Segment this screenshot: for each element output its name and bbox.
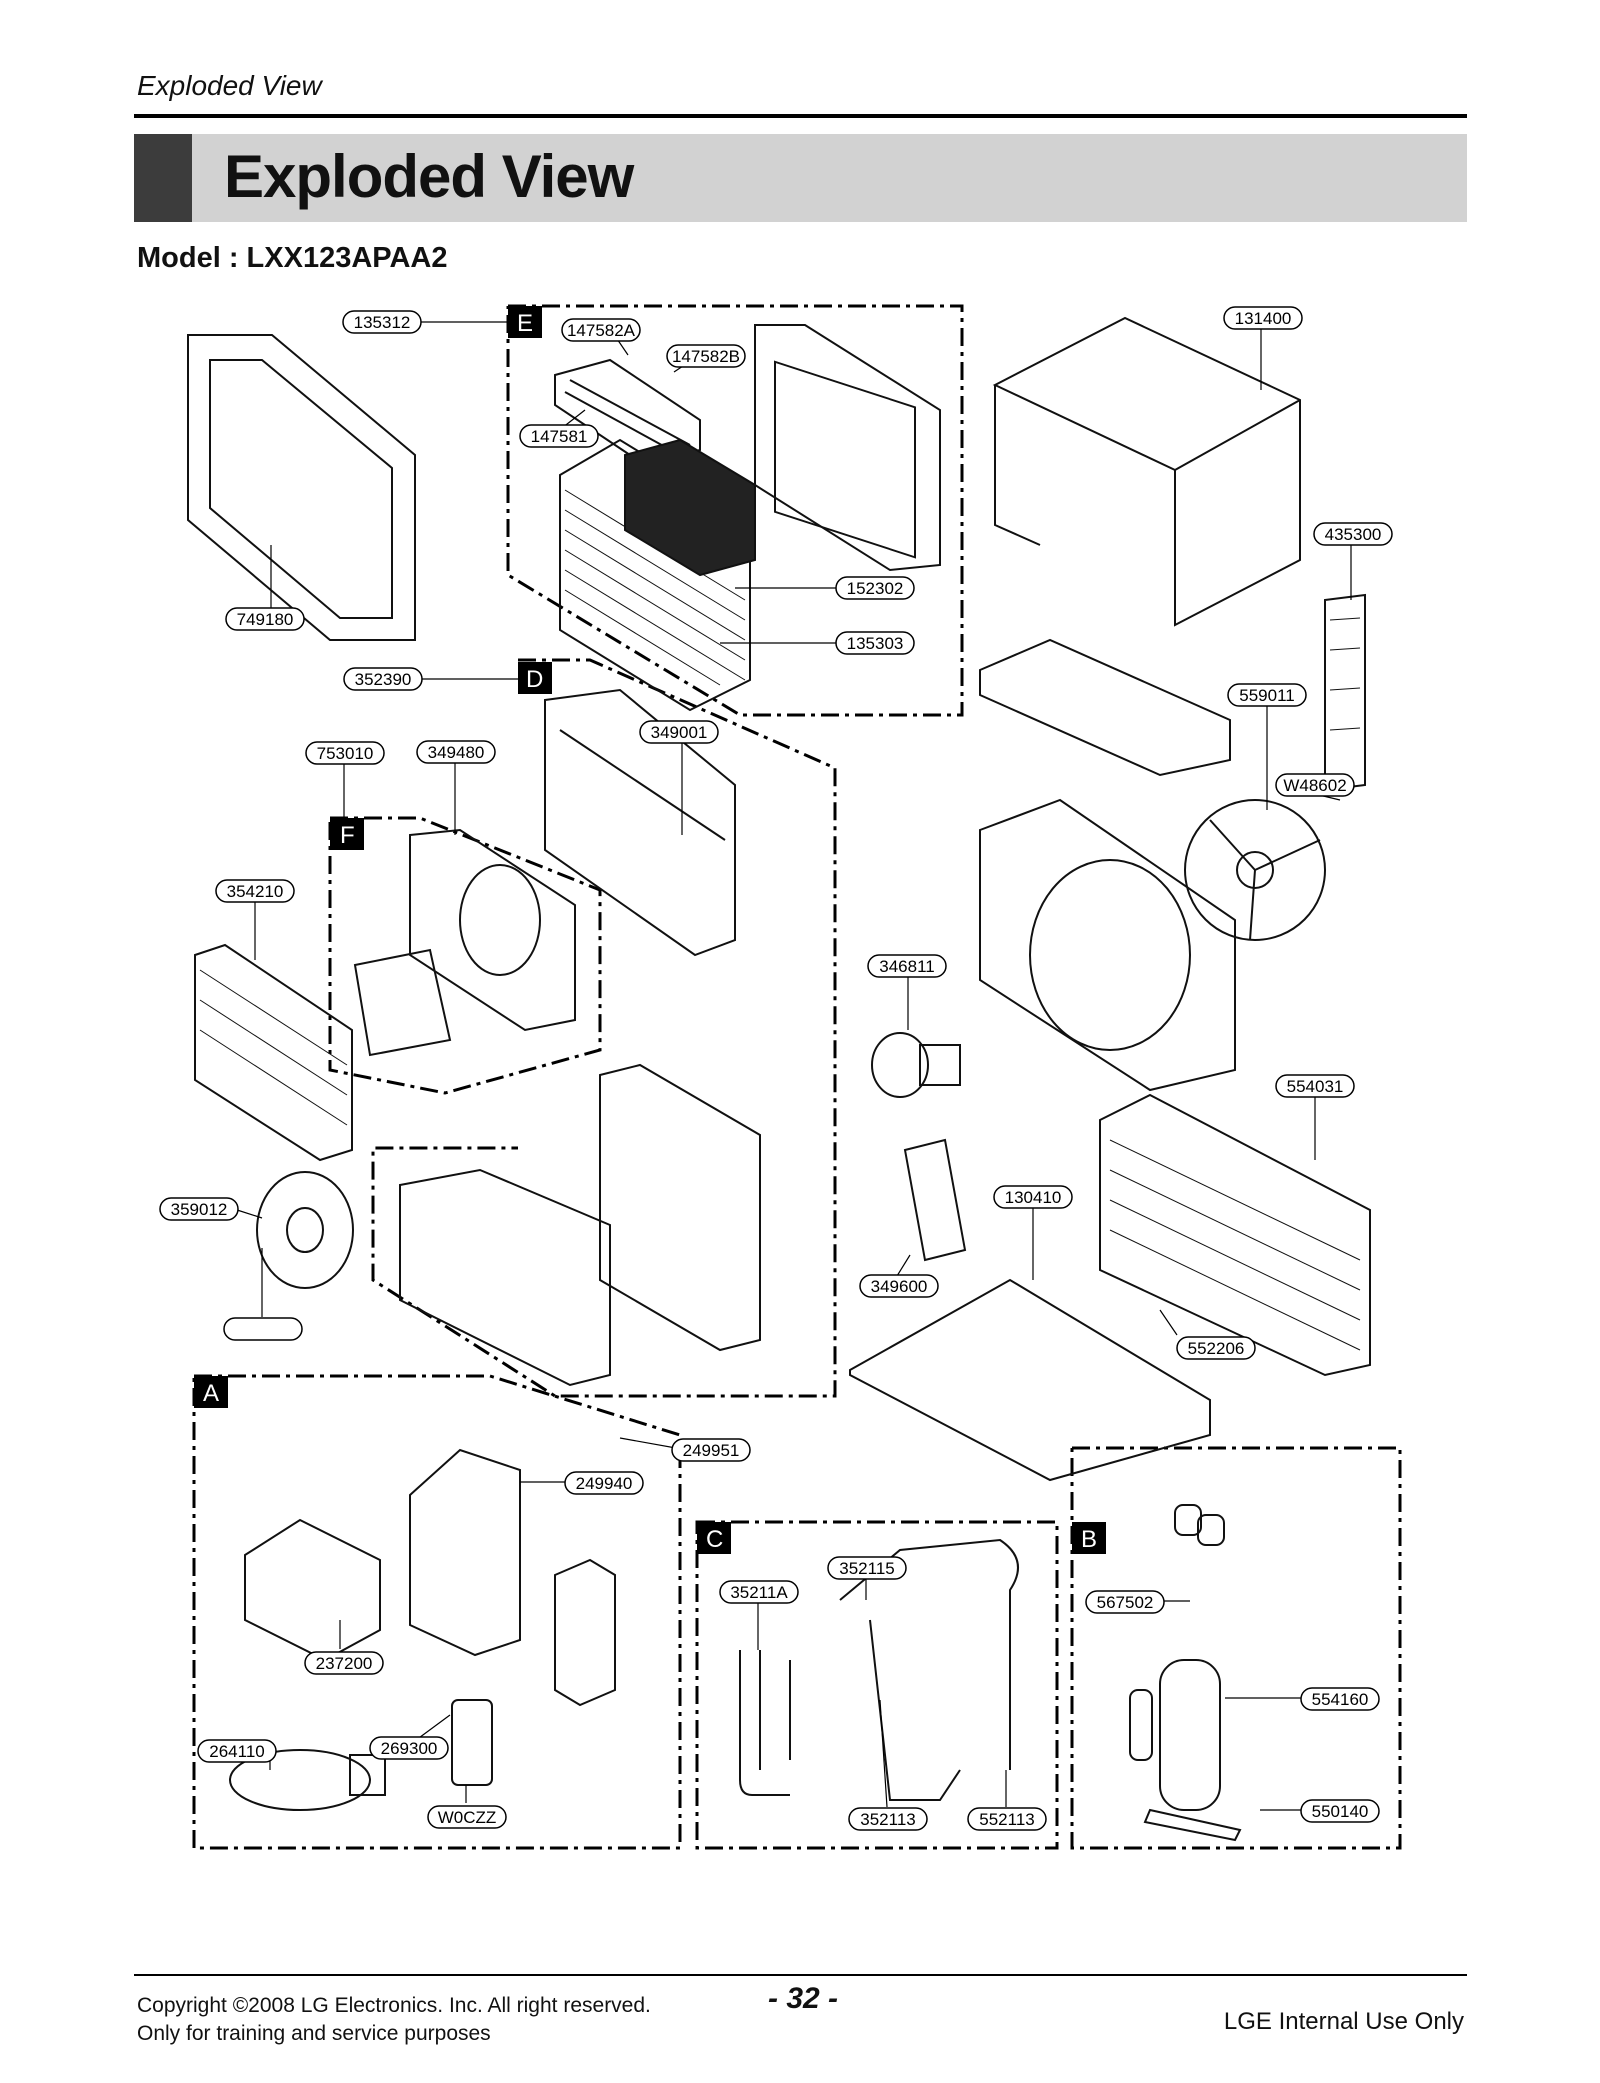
condenser-554031-shape: [1099, 1093, 1371, 1377]
part-559011: 559011: [1239, 686, 1294, 705]
part-147582b: 147582B: [672, 347, 740, 366]
part-552113: 552113: [979, 1810, 1034, 1829]
compressor-554160-shape: [1129, 1659, 1242, 1842]
part-567502: 567502: [1097, 1593, 1154, 1612]
panel-349480-shape: [409, 828, 576, 1032]
group-label-c: C: [706, 1526, 723, 1553]
side-grille-435300-shape: [1324, 593, 1366, 792]
control-box-249940-shape: [409, 1448, 521, 1657]
group-label-e: E: [517, 310, 533, 337]
group-b-boundary: [1070, 1446, 1402, 1850]
overload-567502-shape: [1174, 1504, 1225, 1546]
power-cord-264110-shape: [229, 1749, 386, 1811]
grille-135303-shape: [559, 438, 756, 712]
control-bracket-shape: [599, 1063, 761, 1352]
part-352115: 352115: [839, 1559, 894, 1578]
part-753010: 753010: [317, 744, 374, 763]
housing-349001-shape: [544, 688, 736, 957]
page-title: Exploded View: [224, 143, 634, 210]
base-130410-shape: [849, 1278, 1211, 1482]
capacitor-269300-shape: [451, 1699, 493, 1786]
piping-c-shape: [739, 1538, 1019, 1801]
group-label-b: B: [1081, 1526, 1097, 1553]
part-269300: 269300: [381, 1739, 438, 1758]
part-249940: 249940: [576, 1474, 633, 1493]
group-label-f: F: [340, 822, 355, 849]
part-349600: 349600: [871, 1277, 928, 1296]
page-number: - 32 -: [768, 1982, 839, 2015]
part-147581: 147581: [531, 427, 588, 446]
part-554031: 554031: [1287, 1077, 1344, 1096]
group-f-boundary: [328, 816, 602, 1095]
group-label-a: A: [203, 1380, 219, 1407]
front-panel-shape: [754, 324, 941, 572]
part-749180: 749180: [237, 610, 294, 629]
part-349001: 349001: [651, 723, 708, 742]
motor-346811-shape: [871, 1032, 961, 1098]
part-435300: 435300: [1325, 525, 1382, 544]
part-237200: 237200: [316, 1654, 373, 1673]
model-label: Model : LXX123APAA2: [137, 242, 448, 274]
title-bar-accent: [134, 134, 192, 222]
copyright-text: Copyright ©2008 LG Electronics. Inc. All…: [137, 1994, 651, 2017]
part-w48602-outdoor: W48602: [1283, 776, 1346, 795]
part-135312: 135312: [354, 313, 411, 332]
drain-pan-shape: [399, 1168, 611, 1387]
part-147582a: 147582A: [567, 321, 636, 340]
pcb-bracket-shape: [554, 1558, 616, 1707]
control-panel-237200-shape: [244, 1518, 381, 1662]
part-349480: 349480: [428, 743, 485, 762]
fan-359012-shape: [256, 1171, 354, 1289]
part-352113: 352113: [860, 1810, 915, 1829]
part-354210: 354210: [227, 882, 284, 901]
group-label-d: D: [526, 666, 543, 693]
group-c-boundary: [695, 1520, 1059, 1850]
training-notice: Only for training and service purposes: [137, 2022, 491, 2045]
outdoor-fan-shape: [1184, 799, 1326, 941]
part-131400: 131400: [1235, 309, 1292, 328]
part-w0czz: W0CZZ: [438, 1808, 497, 1827]
part-35211a: 35211A: [730, 1583, 788, 1602]
part-359012: 359012: [171, 1200, 228, 1219]
frame-749180-shape: [187, 334, 416, 641]
part-152302: 152302: [847, 579, 904, 598]
part-264110: 264110: [209, 1742, 264, 1761]
exploded-diagram: E D F A C B: [159, 304, 1402, 1850]
evaporator-f-shape: [353, 948, 452, 1057]
part-346811: 346811: [879, 957, 934, 976]
internal-use-notice: LGE Internal Use Only: [1223, 2008, 1464, 2035]
header-rule: [134, 114, 1467, 118]
part-130410: 130410: [1005, 1188, 1062, 1207]
part-554160: 554160: [1312, 1690, 1369, 1709]
cabinet-131400-shape: [992, 316, 1301, 627]
part-249951: 249951: [683, 1441, 740, 1460]
part-552206: 552206: [1188, 1339, 1245, 1358]
group-e-boundary: [506, 304, 964, 717]
part-550140: 550140: [1312, 1802, 1369, 1821]
group-d-boundary: [371, 658, 837, 1398]
footer-rule: [134, 1974, 1467, 1976]
group-a-boundary: [192, 1374, 682, 1850]
shroud-shape: [979, 798, 1236, 1092]
coil-354210-shape: [194, 943, 353, 1162]
part-135303: 135303: [847, 634, 904, 653]
part-352390: 352390: [355, 670, 412, 689]
air-guide-559011-shape: [979, 638, 1231, 777]
bracket-349600-shape: [903, 1138, 967, 1262]
title-bar: Exploded View: [134, 134, 1467, 222]
section-header-label: Exploded View: [137, 70, 322, 101]
